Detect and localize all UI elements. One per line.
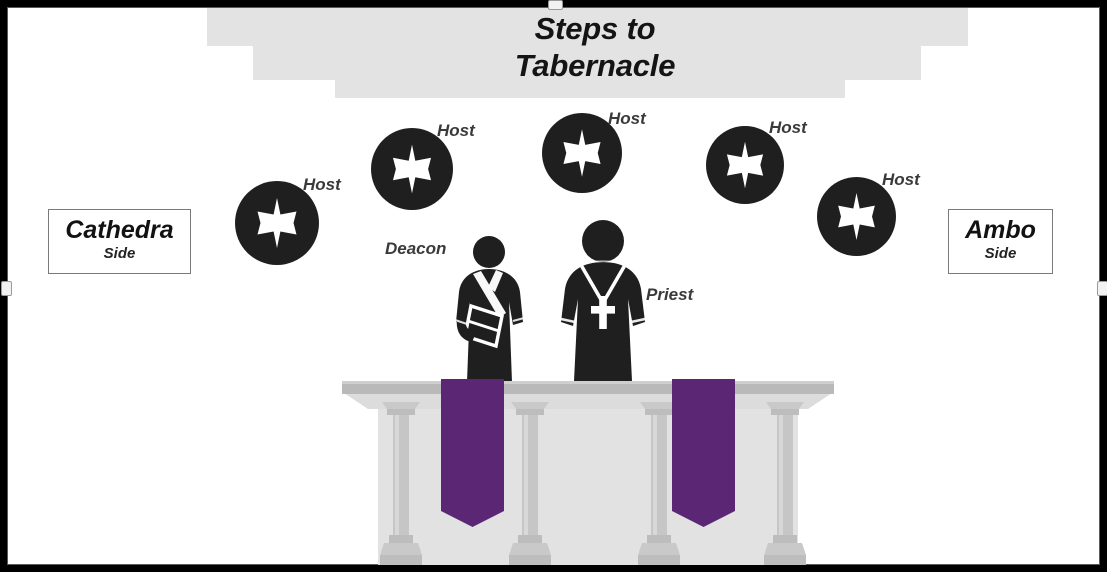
step-tier-top: [207, 8, 968, 46]
priest-silhouette-icon: [560, 220, 646, 381]
host-disc-1: [235, 181, 319, 265]
priest-figure: Priest: [548, 220, 693, 385]
host-label-3: Host: [608, 109, 646, 128]
ambo-side-name: Ambo: [965, 216, 1036, 244]
altar-graphic: [342, 379, 834, 565]
altar-banner-right: [672, 379, 735, 527]
host-label-1: Host: [303, 175, 341, 194]
cathedra-side-name: Cathedra: [65, 216, 174, 244]
host-marker-5: Host: [817, 170, 920, 256]
host-marker-2: Host: [371, 121, 475, 210]
altar-column-2: [509, 402, 551, 565]
deacon-label: Deacon: [385, 239, 447, 258]
cross-icon: [392, 144, 432, 194]
pectoral-cross-icon: [591, 296, 615, 329]
cross-icon: [563, 129, 601, 177]
altar-banner-left: [441, 379, 504, 527]
host-label-5: Host: [882, 170, 920, 189]
resize-handle-top[interactable]: [548, 0, 563, 10]
altar-table: [338, 375, 838, 565]
cathedra-side-sub: Side: [103, 245, 136, 262]
host-marker-1: Host: [235, 175, 341, 265]
altar-column-1: [380, 402, 422, 565]
deacon-figure: Deacon: [385, 236, 545, 386]
host-disc-2: [371, 128, 453, 210]
resize-handle-left[interactable]: [1, 281, 12, 296]
host-label-2: Host: [437, 121, 475, 140]
host-disc-5: [817, 177, 896, 256]
resize-handle-right[interactable]: [1097, 281, 1107, 296]
host-marker-3: Host: [542, 109, 646, 193]
altar-column-4: [764, 402, 806, 565]
cathedra-side-box: Cathedra Side: [48, 209, 191, 274]
host-label-4: Host: [769, 118, 807, 137]
host-disc-3: [542, 113, 622, 193]
host-disc-4: [706, 126, 784, 204]
ambo-side-box: Ambo Side: [948, 209, 1053, 274]
step-tier-middle: [253, 46, 921, 80]
altar-column-3: [638, 402, 680, 565]
deacon-silhouette-icon: [454, 236, 525, 382]
step-tier-bottom: [335, 80, 845, 98]
cross-icon: [257, 198, 297, 248]
ambo-side-sub: Side: [984, 245, 1017, 262]
altar-bevel: [344, 393, 832, 409]
cross-icon: [838, 192, 875, 241]
host-marker-4: Host: [706, 118, 807, 204]
priest-label: Priest: [646, 285, 694, 304]
slide-title: Steps to Tabernacle: [514, 11, 676, 83]
cross-icon: [726, 141, 764, 189]
